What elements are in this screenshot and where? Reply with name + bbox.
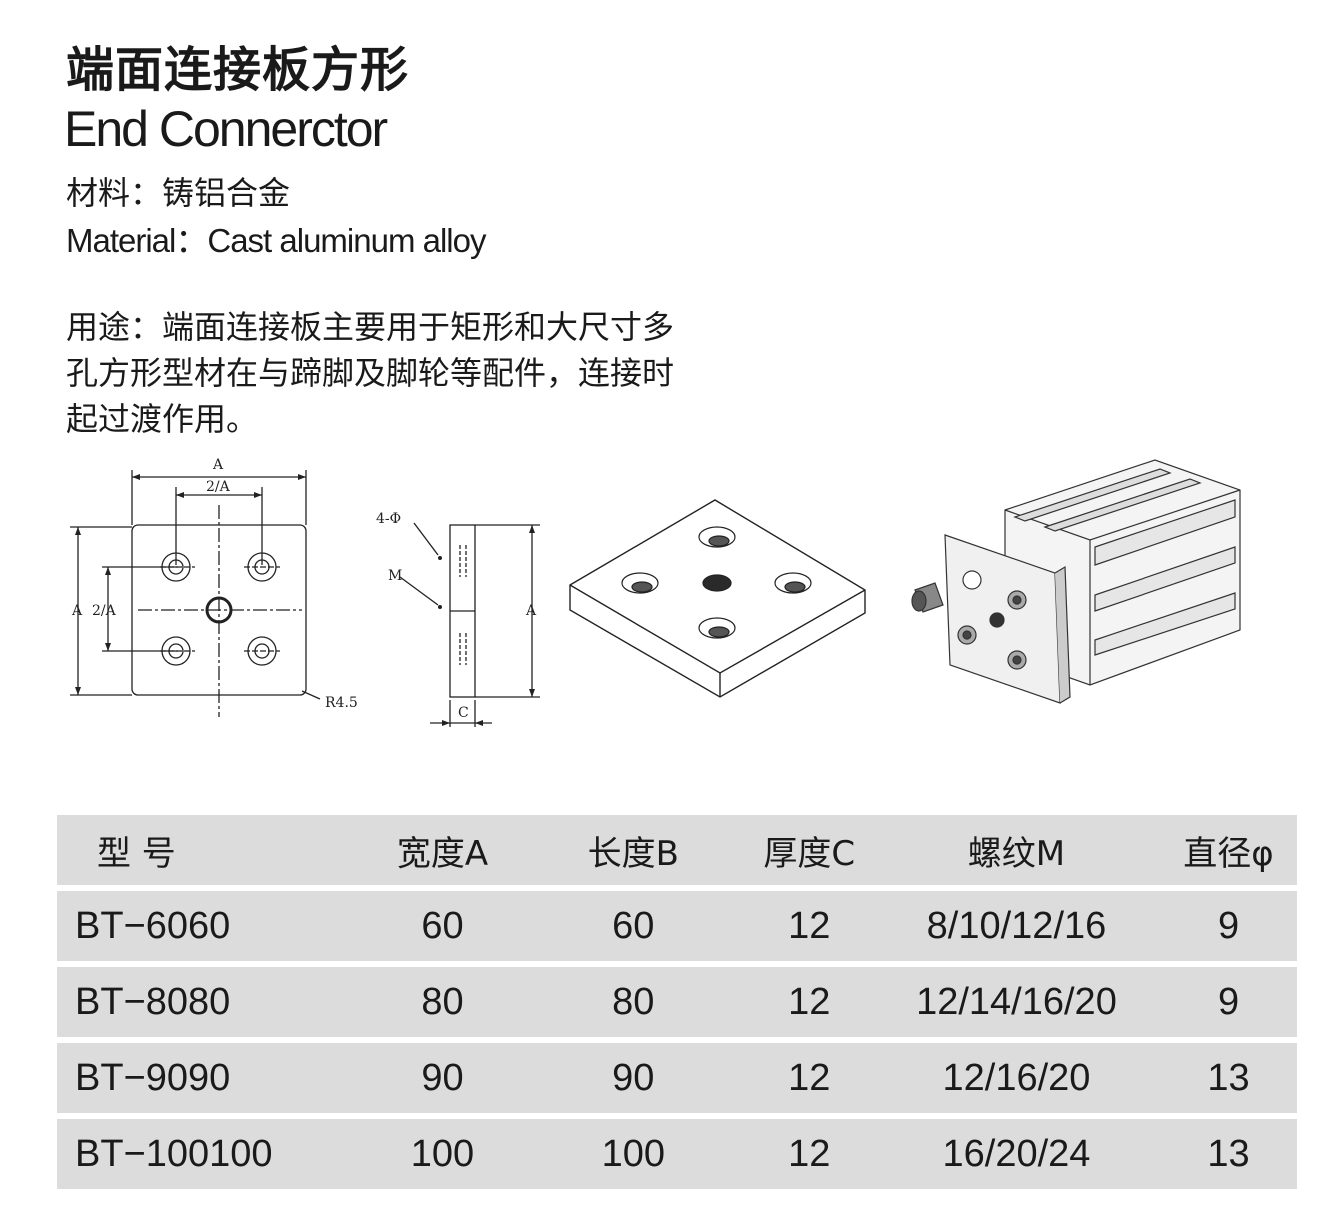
cell-diameter: 13 <box>1160 1040 1297 1116</box>
cell-length: 60 <box>520 888 746 964</box>
cell-diameter: 13 <box>1160 1116 1297 1192</box>
usage-description: 用途：端面连接板主要用于矩形和大尺寸多 孔方形型材在与蹄脚及脚轮等配件，连接时 … <box>66 304 766 442</box>
cell-model: BT−6060 <box>57 888 364 964</box>
table-row: BT−8080 80 80 12 12/14/16/20 9 <box>57 964 1297 1040</box>
cell-width: 90 <box>364 1040 521 1116</box>
dim-half-a-top: 2/A <box>206 479 231 495</box>
table-row: BT−6060 60 60 12 8/10/12/16 9 <box>57 888 1297 964</box>
specification-table: 型 号 宽度A 长度B 厚度C 螺纹M 直径φ BT−6060 60 60 12… <box>57 815 1297 1195</box>
dim-holes: 4-Φ <box>376 511 401 527</box>
dim-side-a: A <box>525 603 537 619</box>
cell-thread: 12/14/16/20 <box>872 964 1161 1040</box>
header-thread: 螺纹M <box>872 815 1161 888</box>
dim-half-a-left: 2/A <box>92 603 117 619</box>
front-view-drawing: A 2/A A 2/A R4.5 <box>70 457 358 717</box>
cell-width: 60 <box>364 888 521 964</box>
dim-thread: M <box>388 568 402 584</box>
title-english: End Connerctor <box>64 101 388 157</box>
cell-length: 100 <box>520 1116 746 1192</box>
cell-thickness: 12 <box>745 1040 873 1116</box>
title-chinese: 端面连接板方形 <box>66 42 410 98</box>
cell-model: BT−9090 <box>57 1040 364 1116</box>
cell-model: BT−8080 <box>57 964 364 1040</box>
cell-diameter: 9 <box>1160 888 1297 964</box>
cell-diameter: 9 <box>1160 964 1297 1040</box>
header-diameter: 直径φ <box>1160 815 1297 888</box>
cell-thickness: 12 <box>745 1116 873 1192</box>
cell-width: 100 <box>364 1116 521 1192</box>
header-model: 型 号 <box>57 815 364 888</box>
cell-thread: 16/20/24 <box>872 1116 1161 1192</box>
assembly-illustration <box>911 459 1241 704</box>
table-header-row: 型 号 宽度A 长度B 厚度C 螺纹M 直径φ <box>57 815 1297 888</box>
material-english: Material：Cast aluminum alloy <box>66 222 486 259</box>
usage-line-3: 起过渡作用。 <box>66 400 259 438</box>
cell-length: 80 <box>520 964 746 1040</box>
header-width: 宽度A <box>364 815 521 888</box>
usage-line-2: 孔方形型材在与蹄脚及脚轮等配件，连接时 <box>66 354 675 392</box>
cell-width: 80 <box>364 964 521 1040</box>
dim-radius: R4.5 <box>325 695 358 711</box>
cell-thread: 12/16/20 <box>872 1040 1161 1116</box>
header-length: 长度B <box>520 815 746 888</box>
cell-length: 90 <box>520 1040 746 1116</box>
dim-a-left: A <box>71 603 83 619</box>
header-thickness: 厚度C <box>745 815 873 888</box>
material-chinese: 材料：铸铝合金 <box>66 174 291 212</box>
dim-a-top: A <box>212 457 224 473</box>
table-row: BT−9090 90 90 12 12/16/20 13 <box>57 1040 1297 1116</box>
cell-model: BT−100100 <box>57 1116 364 1192</box>
usage-line-1: 用途：端面连接板主要用于矩形和大尺寸多 <box>66 308 675 346</box>
dim-thickness: C <box>458 705 469 721</box>
side-view-drawing: 4-Φ M A C <box>376 511 540 727</box>
plate-3d-illustration <box>569 499 866 698</box>
cell-thickness: 12 <box>745 964 873 1040</box>
table-row: BT−100100 100 100 12 16/20/24 13 <box>57 1116 1297 1192</box>
cell-thread: 8/10/12/16 <box>872 888 1161 964</box>
cell-thickness: 12 <box>745 888 873 964</box>
